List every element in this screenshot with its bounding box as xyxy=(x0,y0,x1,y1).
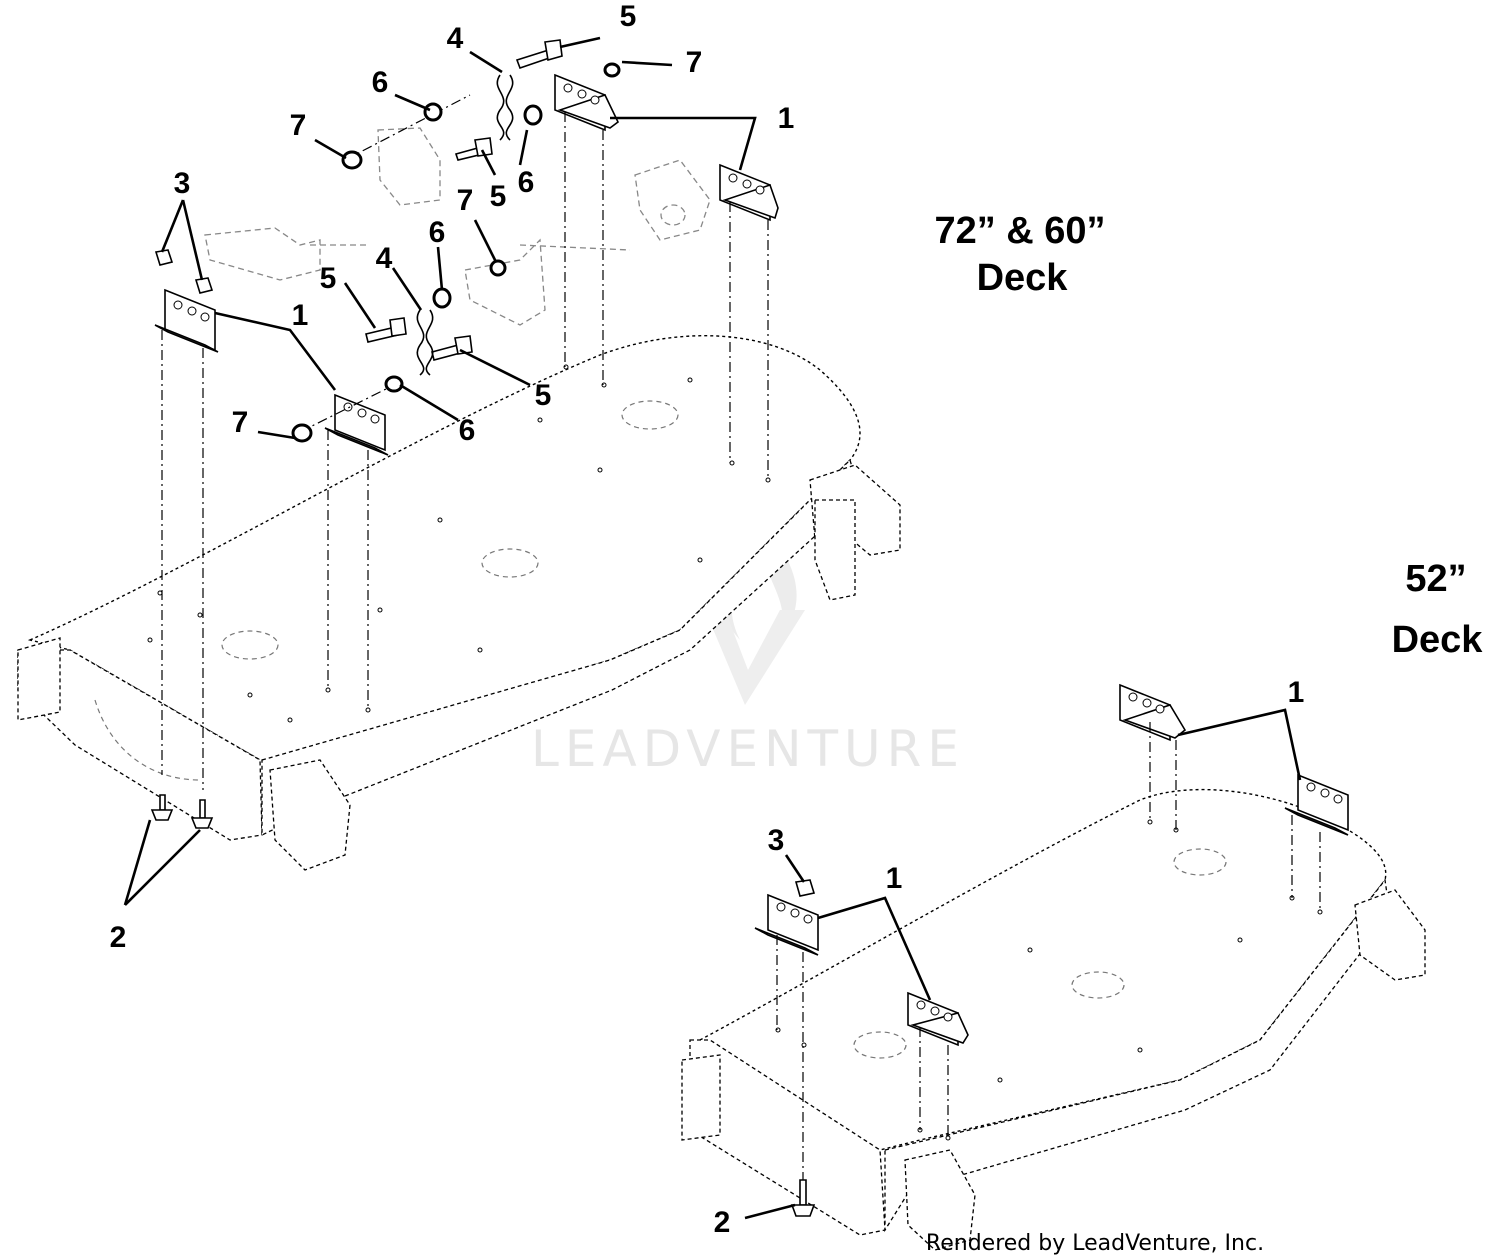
watermark: LEADVENTURE xyxy=(531,505,965,778)
title-small-deck-size: 52” xyxy=(1405,558,1466,600)
title-small-deck-word: Deck xyxy=(1392,619,1484,661)
large-nuts-3 xyxy=(154,249,214,294)
large-bracket-c xyxy=(554,73,620,132)
callout-1-large-left: 1 xyxy=(292,299,309,332)
small-bolt-2 xyxy=(790,1179,816,1217)
lift-arm-center xyxy=(464,238,546,326)
callout-5-left: 5 xyxy=(320,262,337,295)
callout-7-top: 7 xyxy=(686,46,703,79)
lift-arm-center-upper xyxy=(377,127,441,206)
small-deck-holes xyxy=(775,819,1323,1141)
large-nuts-7 xyxy=(291,62,621,443)
small-bracket-d xyxy=(1284,773,1349,836)
callout-7-left: 7 xyxy=(290,109,307,142)
small-bracket-b xyxy=(907,991,969,1047)
small-deck-top-surface xyxy=(699,788,1387,1151)
lift-arm-left xyxy=(204,227,321,281)
small-deck-rear-mount xyxy=(1354,889,1426,981)
large-deck-lift-arms xyxy=(204,127,711,326)
small-deck-phantom-lines xyxy=(776,722,1321,1180)
lift-arm-right xyxy=(634,159,711,241)
callout-5-middle: 5 xyxy=(490,180,507,213)
large-deck-side-skirt xyxy=(261,458,861,837)
callout-7-bottom: 7 xyxy=(232,406,249,439)
small-nut-3 xyxy=(794,879,816,897)
callout-6-bottom: 6 xyxy=(459,414,476,447)
callout-6-top: 6 xyxy=(372,66,389,99)
callout-2-large: 2 xyxy=(110,921,127,954)
large-nuts-6 xyxy=(384,102,543,393)
large-deck-front-mount xyxy=(269,759,351,871)
callout-1-large-right: 1 xyxy=(778,102,795,135)
callout-1-small-left: 1 xyxy=(886,862,903,895)
watermark-text: LEADVENTURE xyxy=(531,720,965,778)
large-deck-rear-mount-lower xyxy=(814,499,856,601)
callout-5-right: 5 xyxy=(535,379,552,412)
callout-3-large: 3 xyxy=(174,167,191,200)
small-deck-front-mount xyxy=(904,1149,976,1251)
small-deck-spindle-right xyxy=(1173,848,1227,876)
callout-1-small-right: 1 xyxy=(1288,676,1305,709)
render-credit: Rendered by LeadVenture, Inc. xyxy=(926,1231,1264,1256)
large-chains-4 xyxy=(416,74,514,376)
leader-lines xyxy=(123,36,1302,1220)
callout-7-middle: 7 xyxy=(457,184,474,217)
callout-3-small: 3 xyxy=(768,824,785,857)
lift-arm-center-axle xyxy=(519,244,631,251)
large-deck-spindle-right xyxy=(621,400,679,430)
callouts: 3 1 1 2 4 4 5 5 5 5 6 6 6 6 7 7 7 7 1 1 … xyxy=(110,0,1305,1239)
callout-6-lower: 6 xyxy=(429,216,446,249)
large-deck-phantom-lines xyxy=(161,94,769,790)
small-bracket-a xyxy=(754,893,819,956)
large-deck-left-mount xyxy=(17,637,61,721)
small-deck-spindle-center xyxy=(1071,971,1125,999)
callout-4-upper: 4 xyxy=(447,22,464,55)
small-deck-spindle-left xyxy=(853,1031,907,1059)
large-deck-top-surface xyxy=(27,335,861,761)
small-deck xyxy=(681,788,1426,1251)
watermark-v-icon xyxy=(705,610,805,705)
small-bracket-c xyxy=(1119,683,1187,742)
callout-6-middle: 6 xyxy=(518,166,535,199)
small-deck-left-mount xyxy=(681,1054,721,1141)
callout-5-top: 5 xyxy=(620,0,637,33)
deck-titles: 72” & 60” Deck 52” Deck xyxy=(934,210,1483,661)
large-bracket-b xyxy=(324,393,389,456)
callout-2-small: 2 xyxy=(714,1206,731,1239)
small-deck-side-skirt xyxy=(884,878,1391,1233)
lift-arm-right-pivot xyxy=(660,204,686,226)
large-bracket-d xyxy=(719,163,779,222)
large-deck-spindle-left xyxy=(221,630,279,660)
title-large-deck-size: 72” & 60” xyxy=(934,210,1105,252)
large-bolts-5 xyxy=(365,39,563,361)
callout-4-lower: 4 xyxy=(376,242,393,275)
large-bracket-a xyxy=(154,288,219,353)
large-deck xyxy=(17,335,901,871)
large-deck-spindle-center xyxy=(481,548,539,578)
title-large-deck-word: Deck xyxy=(977,257,1069,299)
large-bolts-2 xyxy=(150,794,214,829)
